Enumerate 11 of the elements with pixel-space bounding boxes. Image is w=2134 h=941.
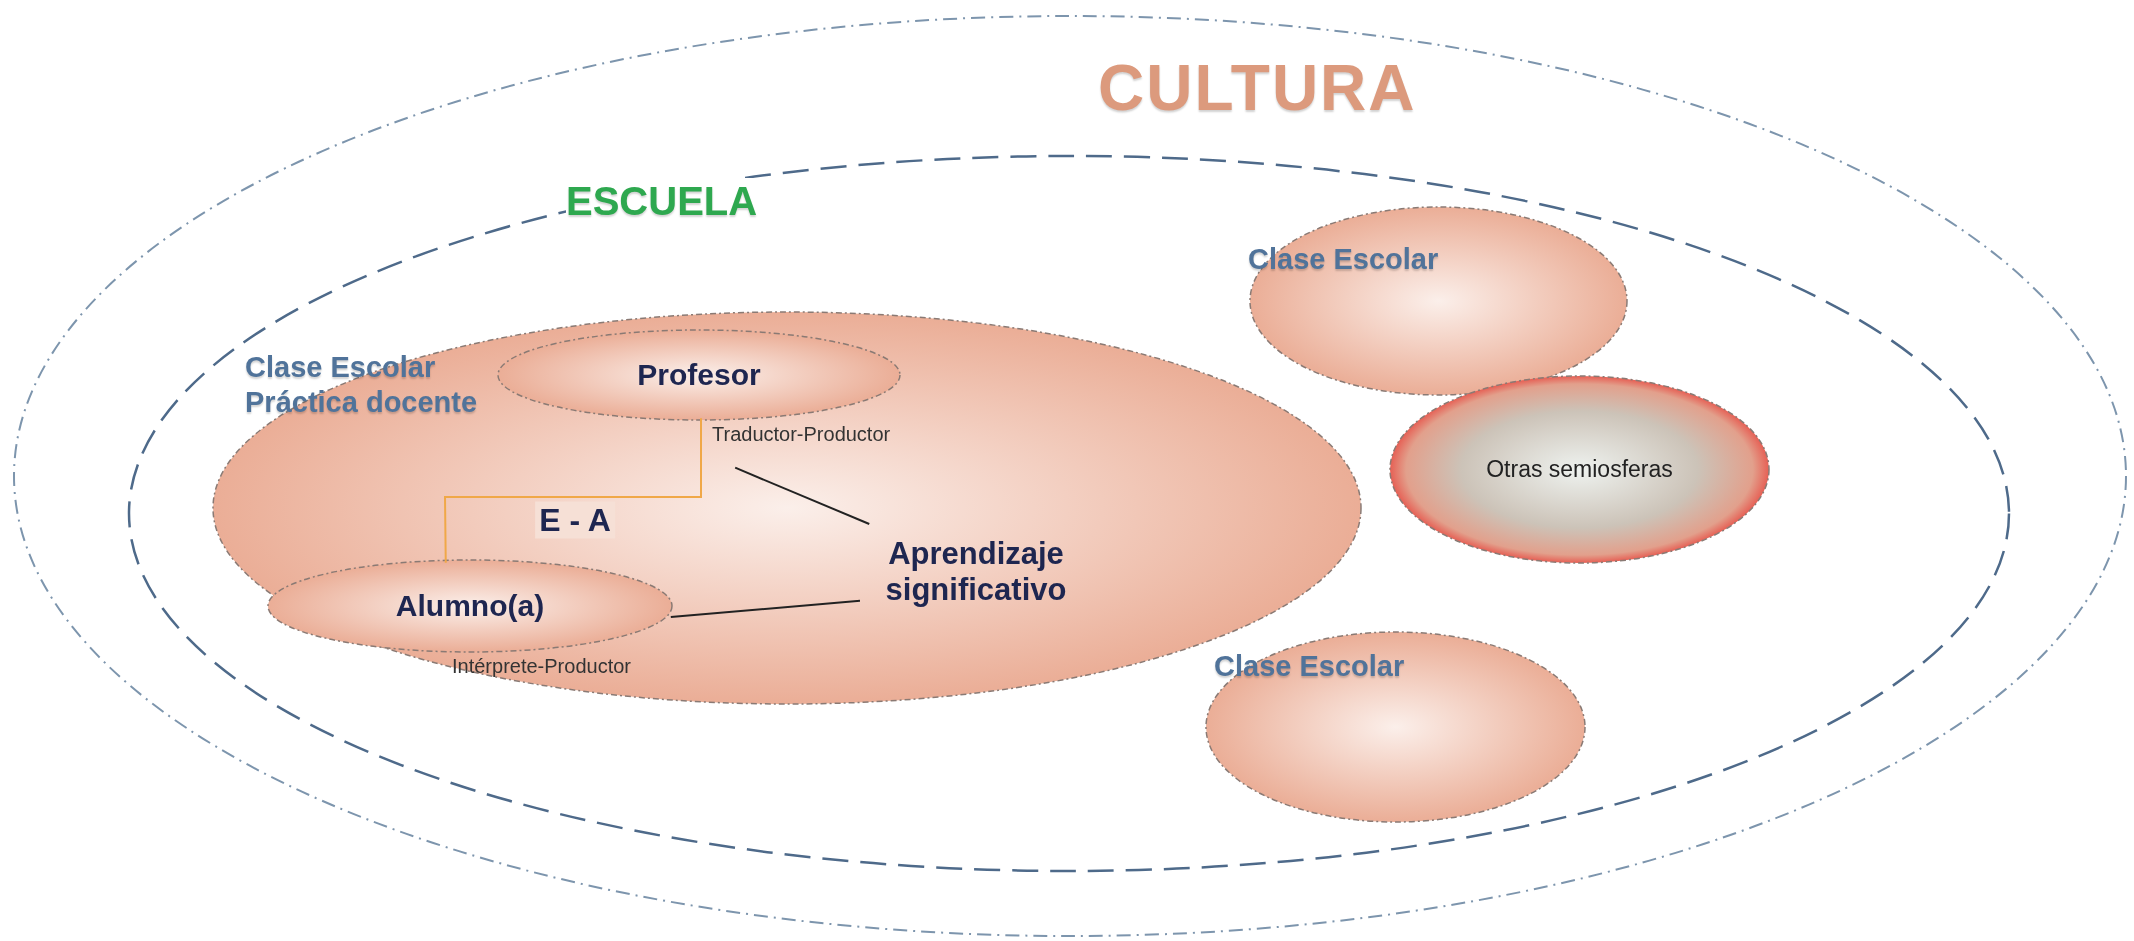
floating-label: Aprendizaje significativo bbox=[884, 536, 1068, 608]
ellipse-label: Alumno(a) bbox=[395, 588, 545, 624]
role-caption: Traductor-Productor bbox=[712, 423, 891, 446]
role-caption: Intérprete-Productor bbox=[452, 655, 631, 678]
connector-line bbox=[734, 466, 871, 525]
connector-line bbox=[669, 599, 861, 619]
edge-label: E - A bbox=[535, 501, 615, 539]
ellipse-label: Profesor bbox=[637, 357, 761, 393]
ellipse-label: CULTURA bbox=[1098, 52, 1418, 126]
connector-line bbox=[444, 417, 702, 564]
ellipse-label: Otras semiosferas bbox=[1485, 456, 1674, 483]
